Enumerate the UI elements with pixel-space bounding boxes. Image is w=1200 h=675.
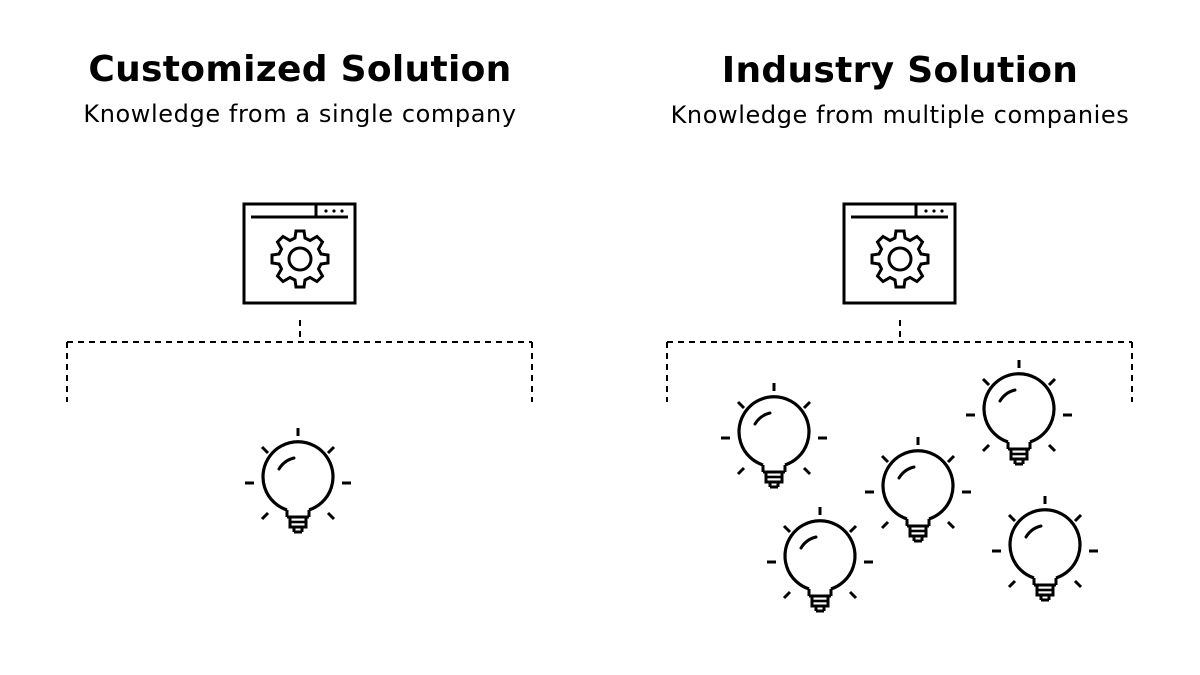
right-lightbulb-icon-3: [863, 435, 973, 543]
customized-solution-title: Customized Solution: [88, 49, 512, 90]
industry-solution-title: Industry Solution: [721, 50, 1079, 91]
right-settings-window-icon: [842, 202, 957, 305]
right-connector-lines: [666, 320, 1133, 402]
right-lightbulb-icon-4: [765, 505, 875, 613]
right-lightbulb-icon-2: [964, 358, 1074, 466]
customized-solution-subtitle: Knowledge from a single company: [83, 100, 517, 128]
left-lightbulb-icon: [243, 426, 353, 534]
right-lightbulb-icon-5: [990, 494, 1100, 602]
left-connector-lines: [66, 320, 533, 402]
right-lightbulb-icon-1: [719, 381, 829, 489]
left-settings-window-icon: [242, 202, 357, 305]
industry-solution-subtitle: Knowledge from multiple companies: [670, 101, 1130, 129]
